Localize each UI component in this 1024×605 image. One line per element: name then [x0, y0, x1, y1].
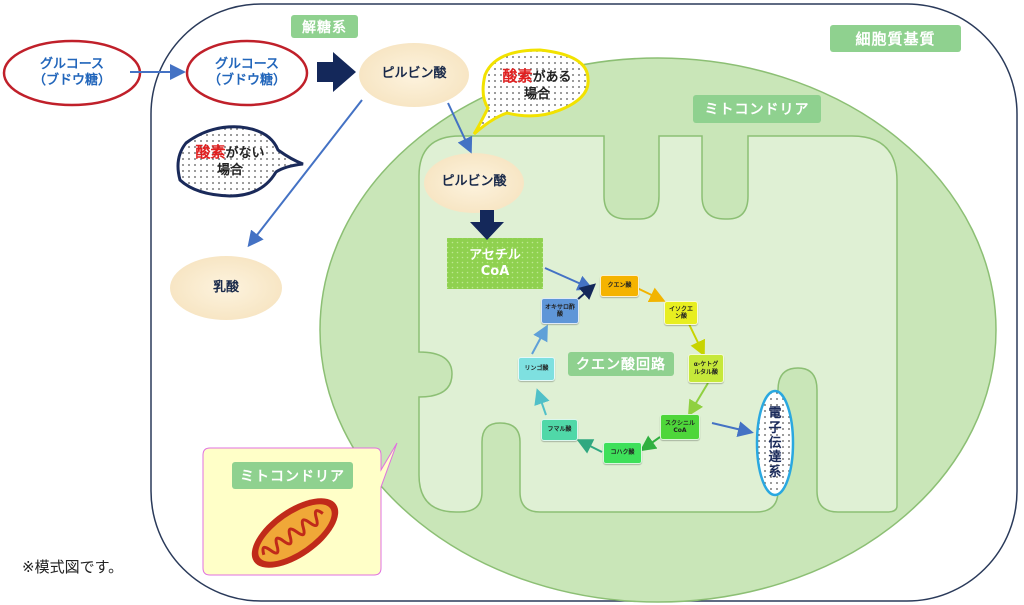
fumarate-text: フマル酸 — [547, 426, 572, 434]
acetyl-coa-box — [447, 238, 543, 289]
citrate-node: クエン酸 — [600, 275, 639, 297]
acetyl-line2: CoA — [480, 264, 510, 279]
glucose-1-line1: グルコース — [39, 56, 105, 72]
arrow-pyruvate-to-mito — [447, 102, 473, 154]
schematic-note: ※模式図です。 — [22, 558, 124, 576]
arrow-pyruvate-to-lactate — [247, 99, 363, 248]
glucose-2-text: グルコース （ブドウ糖） — [192, 56, 302, 90]
glucose-1-text: グルコース （ブドウ糖） — [12, 56, 132, 90]
oxaloacetate-line2: 酸 — [556, 311, 563, 318]
mitochondria-label: ミトコンドリア — [693, 95, 821, 123]
succinate-node: コハク酸 — [603, 442, 642, 464]
glucose-1-line2: （ブドウ糖） — [32, 73, 111, 88]
etc-char-4: 達 — [768, 450, 782, 466]
isocitrate-line2: ン酸 — [674, 313, 687, 320]
etc-char-5: 系 — [768, 465, 782, 481]
succinate-text: コハク酸 — [610, 449, 635, 457]
oxygen-absent-text: 酸素がない 場合 — [182, 140, 278, 182]
malate-node: リンゴ酸 — [518, 357, 555, 381]
mitochondrion-illustration — [251, 498, 339, 568]
arrow-oxaloacetate-to-citrate — [576, 283, 597, 301]
oxygen-present-bubble — [472, 48, 590, 136]
succinylcoa-line2: CoA — [673, 427, 687, 434]
arrow-fumarate-to-malate — [534, 388, 550, 416]
arrow-succinylcoa-to-succinate — [639, 435, 661, 452]
arrow-succinylcoa-to-etc — [711, 421, 754, 438]
akg-line2: ルタル酸 — [693, 368, 718, 376]
pyruvate-1-blob — [359, 43, 469, 107]
oxygen-absent-rest1: がない — [225, 146, 265, 162]
isocitrate-line1: イソクエ — [668, 305, 693, 313]
lactate-blob — [170, 256, 282, 320]
arrow-akg-to-succinylcoa — [687, 382, 709, 417]
oxygen-absent-rest2: 場合 — [216, 162, 243, 178]
inset-mitochondria-label: ミトコンドリア — [232, 462, 353, 489]
acetyl-coa-text: アセチル CoA — [447, 240, 543, 288]
oxygen-present-rest1: がある — [532, 70, 572, 86]
oxaloacetate-line1: オキサロ酢 — [544, 303, 575, 311]
isocitrate-node: イソクエ ン酸 — [664, 301, 698, 325]
succinylcoa-node: スクシニル CoA — [660, 414, 700, 440]
arrow-succinate-to-fumarate — [576, 439, 603, 454]
acetyl-line1: アセチル — [469, 247, 521, 263]
cycle-label: クエン酸回路 — [568, 352, 674, 376]
etc-char-2: 子 — [768, 420, 782, 436]
oxaloacetate-node: オキサロ酢 酸 — [541, 298, 579, 324]
lactate-text: 乳酸 — [212, 279, 239, 295]
glucose-2-line1: グルコース — [214, 56, 280, 72]
pyruvate-1-text: ピルビン酸 — [381, 65, 447, 81]
arrow-isocitrate-to-akg — [687, 321, 705, 357]
arrow-malate-to-oxaloacetate — [531, 324, 548, 355]
arrow-pyruvate-to-acetyl — [470, 210, 504, 240]
succinylcoa-line1: スクシニル — [664, 419, 695, 427]
glucose-2-ellipse — [185, 39, 309, 107]
oxygen-absent-word: 酸素 — [195, 143, 226, 162]
citrate-text: クエン酸 — [607, 282, 632, 290]
etc-char-3: 伝 — [768, 435, 782, 451]
oxygen-present-word: 酸素 — [502, 67, 533, 86]
fumarate-node: フマル酸 — [541, 419, 578, 441]
oxygen-absent-bubble — [176, 125, 304, 198]
glycolysis-label: 解糖系 — [291, 15, 358, 38]
oxygen-present-text: 酸素がある 場合 — [488, 64, 586, 106]
pyruvate-2-text: ピルビン酸 — [441, 173, 507, 189]
malate-text: リンゴ酸 — [524, 365, 549, 373]
arrow-citrate-to-isocitrate — [636, 287, 666, 303]
oxygen-present-rest2: 場合 — [523, 86, 550, 102]
etc-char-1: 電 — [768, 405, 782, 421]
etc-text: 電 子 伝 達 系 — [760, 404, 790, 484]
glucose-2-line2: （ブドウ糖） — [207, 73, 286, 88]
etc-ellipse — [755, 389, 795, 497]
arrow-glucose-to-pyruvate — [317, 52, 356, 92]
pyruvate-2-blob — [424, 153, 524, 213]
akg-line1: α-ケトグ — [693, 361, 719, 369]
akg-node: α-ケトグ ルタル酸 — [688, 354, 724, 383]
cytoplasm-label: 細胞質基質 — [830, 25, 961, 52]
